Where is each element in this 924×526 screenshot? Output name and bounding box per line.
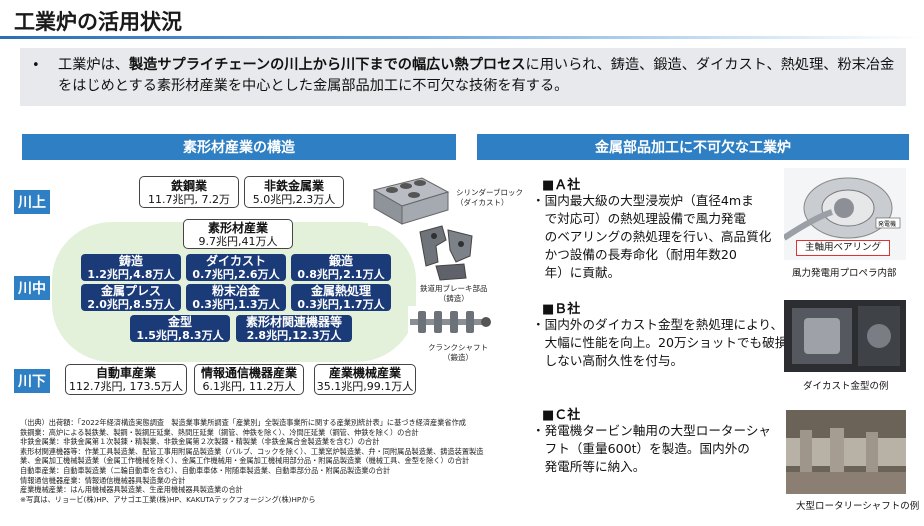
source-notes: （出典）出荷額：「2022年経済構造実態調査 製造業事業所調査「産業別」全製造事…: [20, 418, 520, 504]
box-mold-value: 1.5兆円,8.3万人: [136, 329, 224, 342]
box-mold: 金型 1.5兆円,8.3万人: [130, 315, 230, 342]
box-machinery-value: 35.1兆円,99.1万人: [316, 380, 414, 393]
box-heat-treatment: 金属熱処理 0.3兆円,1.7万人: [291, 284, 391, 311]
box-press-value: 2.0兆円,8.5万人: [87, 298, 175, 311]
box-ict: 情報通信機器産業 6.1兆円, 11.2万人: [194, 364, 304, 395]
company-b-name: ■Ｂ社: [542, 302, 581, 317]
box-related-equipment-value: 2.8兆円,12.3万人: [246, 329, 342, 342]
intro-bold: 製造サプライチェーンの川上から川下までの幅広い熱プロセス: [128, 57, 526, 73]
company-c-text: ・発電機タービン軸用の大型ローターシャ フト（重量600t）を製造。国内外の 発…: [532, 422, 782, 476]
box-casting-name: 鋳造: [118, 254, 143, 268]
side-label-upstream: 川上: [14, 190, 50, 214]
company-b-text: ・国内外のダイカスト金型を熱処理により、 大幅に性能を向上。20万ショットでも破…: [532, 316, 792, 370]
bearing-label: 主軸用ベアリング: [796, 240, 890, 256]
box-core: 素形材産業 9.7兆円,41万人: [183, 219, 293, 249]
box-core-value: 9.7兆円,41万人: [198, 234, 278, 248]
company-a-line: ・国内最大級の大型浸炭炉（直径4mま: [532, 193, 754, 208]
box-automotive-name: 自動車産業: [95, 366, 156, 380]
box-diecast-value: 0.7兆円,2.6万人: [192, 268, 280, 281]
title-underline: [0, 36, 924, 39]
source-line: ※写真は、リョービ(株)HP、アサゴエ工業(株)HP、KAKUTAテックフォージ…: [20, 494, 316, 504]
box-powder-value: 0.3兆円,1.3万人: [192, 298, 280, 311]
box-ict-name: 情報通信機器産業: [200, 366, 297, 380]
box-powder: 粉末冶金 0.3兆円,1.3万人: [186, 284, 286, 311]
company-b-line: ・国内外のダイカスト金型を熱処理により、: [532, 317, 784, 332]
crankshaft-caption: クランクシャフト （鍛造）: [428, 343, 488, 362]
box-nonferrous-name: 非鉄金属業: [263, 178, 324, 193]
box-heat-treatment-name: 金属熱処理: [310, 284, 371, 298]
side-label-midstream: 川中: [14, 276, 50, 300]
box-nonferrous: 非鉄金属業 5.0兆円,2.3万人: [244, 176, 344, 208]
company-a-text: ・国内最大級の大型浸炭炉（直径4mま で対応可）の熱処理設備で風力発電 のベアリ…: [532, 192, 772, 282]
company-c-line: フト（重量600t）を製造。国内外の: [532, 441, 750, 456]
company-a-line: で対応可）の熱処理設備で風力発電: [532, 211, 747, 226]
source-line: 自動車産業：自動車製造業（二輪自動車を含む）、自動車車体・附随車製造業、自動車部…: [20, 465, 391, 475]
side-label-downstream: 川下: [14, 369, 50, 393]
box-automotive: 自動車産業 112.7兆円, 173.5万人: [65, 364, 187, 395]
box-diecast-name: ダイカスト: [205, 254, 266, 268]
brake-parts-photo: [416, 222, 478, 282]
company-c-caption: 大型ロータリーシャフトの例: [796, 501, 920, 512]
brake-caption: 鉄道用ブレーキ部品 （鋳造）: [420, 284, 488, 303]
cylinder-block-photo: [368, 170, 452, 226]
intro-pre: 工業炉は、: [58, 57, 129, 73]
generator-label: 発電機: [878, 221, 897, 228]
box-press-name: 金属プレス: [100, 284, 161, 298]
box-steel-value: 11.7兆円, 7.2万: [148, 192, 230, 206]
box-core-name: 素形材産業: [207, 220, 268, 235]
company-c-name: ■Ｃ社: [542, 408, 581, 423]
intro-bullet: •: [32, 58, 40, 73]
company-a-caption: 風力発電用プロペラ内部: [792, 268, 897, 279]
company-a-name: ■Ａ社: [542, 178, 581, 193]
company-a-line: のベアリングの熱処理を行い、高品質化: [532, 229, 772, 244]
box-diecast: ダイカスト 0.7兆円,2.6万人: [186, 254, 286, 281]
box-casting-value: 1.2兆円,4.8万人: [87, 268, 175, 281]
company-b-caption: ダイカスト金型の例: [803, 381, 889, 392]
page-title: 工業炉の活用状況: [14, 10, 182, 34]
box-steel-name: 鉄鋼業: [170, 178, 207, 193]
right-section-header: 金属部品加工に不可欠な工業炉: [477, 134, 909, 160]
source-line: 素形材関連機器等：作業工具製造業、配管工事用附属品製造業（バルブ、コックを除く）…: [20, 446, 484, 456]
box-related-equipment: 素形材関連機器等 2.8兆円,12.3万人: [236, 315, 352, 342]
box-ict-value: 6.1兆円, 11.2万人: [202, 380, 296, 393]
intro-post: に用いられ、鋳造、鍛造、ダイカスト、熱処理、粉末冶金をはじめとする素形材産業を中…: [58, 57, 895, 94]
company-c-line: ・発電機タービン軸用の大型ローターシャ: [532, 423, 772, 438]
source-line: （出典）出荷額：「2022年経済構造実態調査 製造業事業所調査「産業別」全製造事…: [20, 418, 466, 427]
box-forging: 鍛造 0.8兆円,2.1万人: [291, 254, 391, 281]
intro-box: [20, 48, 906, 106]
left-section-header: 素形材産業の構造: [22, 134, 456, 160]
company-a-line: かつ設備の長寿命化（耐用年数20: [532, 247, 737, 262]
box-forging-name: 鍛造: [328, 254, 353, 268]
intro-text: 工業炉は、製造サプライチェーンの川上から川下までの幅広い熱プロセスに用いられ、鋳…: [58, 55, 896, 97]
box-machinery: 産業機械産業 35.1兆円,99.1万人: [314, 364, 416, 395]
source-line: 業、金属加工機械製造業（金属工作機械を除く）、金属工作機械用・金属加工機械用部分…: [20, 456, 470, 466]
source-line: 産業機械産業：はん用機械器具製造業、生産用機械器具製造業の合計: [20, 485, 243, 495]
box-powder-name: 粉末冶金: [211, 284, 260, 298]
source-line: 情報通信機器産業：情報通信機械器具製造業の合計: [20, 475, 186, 485]
box-automotive-value: 112.7兆円, 173.5万人: [69, 380, 183, 393]
die-cast-mold-photo: [784, 300, 906, 372]
company-c-line: 発電所等に納入。: [532, 459, 646, 474]
box-press: 金属プレス 2.0兆円,8.5万人: [81, 284, 181, 311]
box-related-equipment-name: 素形材関連機器等: [245, 315, 342, 329]
box-steel: 鉄鋼業 11.7兆円, 7.2万: [139, 176, 239, 208]
rotor-shaft-photo: [786, 410, 906, 494]
box-machinery-name: 産業機械産業: [328, 366, 401, 380]
source-line: 非鉄金属業：非鉄金属第１次製錬・精製業、非鉄金属第２次製錬・精製業（非鉄金属合金…: [20, 437, 380, 447]
cylinder-caption: シリンダーブロック （ダイカスト）: [456, 188, 524, 207]
box-forging-value: 0.8兆円,2.1万人: [297, 268, 385, 281]
company-b-line: しない高耐久性を付与。: [532, 353, 684, 368]
company-b-line: 大幅に性能を向上。20万ショットでも破損: [532, 335, 788, 350]
company-a-line: 年）に貢献。: [532, 265, 621, 280]
box-casting: 鋳造 1.2兆円,4.8万人: [81, 254, 181, 281]
crankshaft-photo: [408, 306, 492, 338]
box-nonferrous-value: 5.0兆円,2.3万人: [252, 192, 336, 206]
box-mold-name: 金型: [167, 315, 192, 329]
box-heat-treatment-value: 0.3兆円,1.7万人: [297, 298, 385, 311]
source-line: 鉄鋼業：高炉による製鉄業、製鋼・製鋼圧延業、熱間圧延業（鋼管、伸鉄を除く）、冷間…: [20, 427, 419, 437]
